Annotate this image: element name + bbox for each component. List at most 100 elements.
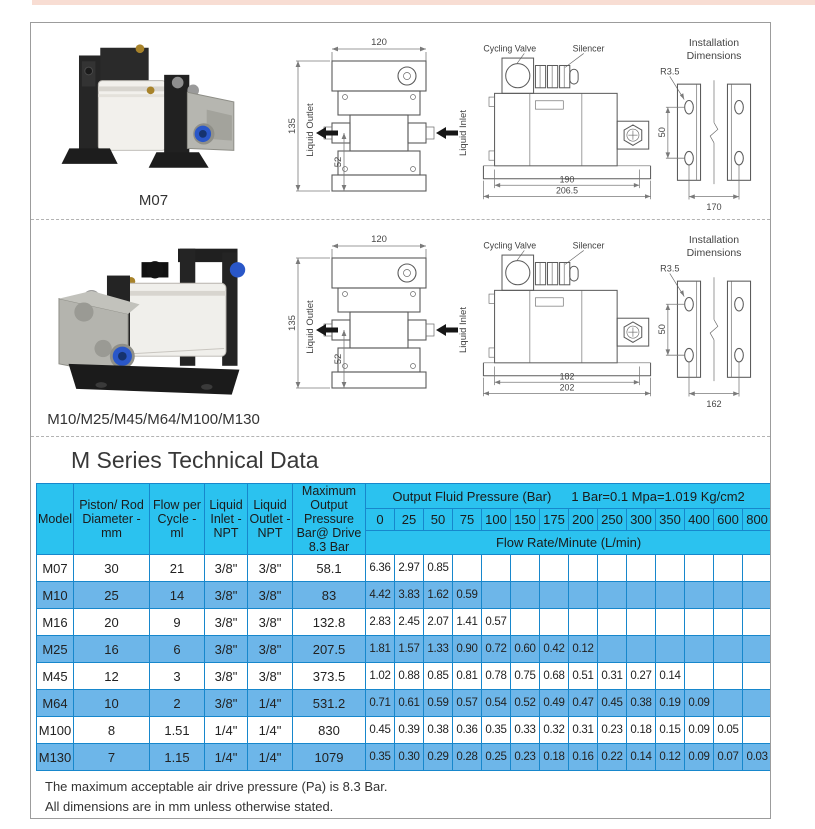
row-rate-cell: 0.59: [423, 689, 453, 717]
row-spec-cell: 25: [73, 581, 150, 609]
row-rate-cell: [741, 608, 770, 636]
row-rate-cell: [597, 635, 627, 663]
col-header-model: Model: [36, 483, 74, 555]
row-spec-cell: 531.2: [292, 689, 366, 717]
row-rate-cell: [481, 554, 511, 582]
front-height-dim: 135: [287, 118, 298, 134]
row-rate-cell: [741, 662, 770, 690]
row-rate-cell: 3.83: [394, 581, 424, 609]
row-spec-cell: 132.8: [292, 608, 366, 636]
row-rate-cell: [452, 554, 482, 582]
row-rate-cell: [684, 608, 714, 636]
pressure-header-cell: 175: [539, 508, 569, 531]
row-rate-cell: [626, 608, 656, 636]
row-spec-cell: 9: [149, 608, 205, 636]
row-spec-cell: 3/8": [247, 554, 293, 582]
row-spec-cell: 1.51: [149, 716, 205, 744]
row-rate-cell: [568, 581, 598, 609]
row-rate-cell: 0.12: [568, 635, 598, 663]
row-rate-cell: 0.57: [481, 608, 511, 636]
row-rate-cell: [713, 608, 743, 636]
row-rate-cell: 0.18: [539, 743, 569, 771]
technical-data-table: Model Piston/ Rod Diameter -mm Flow per …: [36, 483, 770, 771]
row-rate-cell: 0.45: [365, 716, 395, 744]
row-rate-cell: 0.18: [626, 716, 656, 744]
row-rate-cell: [539, 608, 569, 636]
footnote-dimensions: All dimensions are in mm unless otherwis…: [45, 799, 334, 815]
pump-photo-cell: M07: [31, 23, 276, 219]
row-rate-cell: [741, 635, 770, 663]
row-rate-cell: 0.33: [510, 716, 540, 744]
row-rate-cell: 0.35: [365, 743, 395, 771]
table-header: Model Piston/ Rod Diameter -mm Flow per …: [36, 483, 770, 555]
spacing-dim: 50: [657, 324, 667, 334]
liquid-inlet-label: Liquid Inlet: [458, 307, 469, 353]
row-rate-cell: 0.81: [452, 662, 482, 690]
row-spec-cell: 3/8": [204, 554, 248, 582]
row-rate-cell: 0.59: [452, 581, 482, 609]
footnote-air-pressure: The maximum acceptable air drive pressur…: [45, 779, 388, 794]
row-rate-cell: [597, 581, 627, 609]
row-rate-cell: [741, 716, 770, 744]
row-rate-cell: [539, 554, 569, 582]
side-overall-dim: 206.5: [556, 186, 578, 196]
row-rate-cell: 0.72: [481, 635, 511, 663]
pressure-header-cell: 800: [741, 508, 770, 531]
row-rate-cell: 0.35: [481, 716, 511, 744]
col-header-inlet: Liquid Inlet -NPT: [204, 483, 248, 555]
side-base-dim: 182: [560, 372, 575, 382]
section-m07: M07 120: [31, 23, 770, 219]
row-rate-cell: 0.45: [597, 689, 627, 717]
row-spec-cell: 3/8": [247, 635, 293, 663]
installation-title: Installation Dimensions: [686, 234, 742, 260]
silencer-label: Silencer: [573, 241, 605, 251]
liquid-outlet-label: Liquid Outlet: [305, 300, 316, 354]
row-rate-cell: 0.49: [539, 689, 569, 717]
row-rate-cell: 1.81: [365, 635, 395, 663]
row-rate-cell: 0.23: [597, 716, 627, 744]
row-spec-cell: 7: [73, 743, 150, 771]
row-rate-cell: [684, 554, 714, 582]
row-rate-cell: [713, 662, 743, 690]
row-rate-cell: 0.90: [452, 635, 482, 663]
row-rate-cell: 0.31: [597, 662, 627, 690]
row-model-cell: M130: [36, 743, 74, 771]
row-rate-cell: 0.71: [365, 689, 395, 717]
row-spec-cell: 16: [73, 635, 150, 663]
liquid-inlet-label: Liquid Inlet: [458, 110, 469, 156]
row-spec-cell: 830: [292, 716, 366, 744]
row-rate-cell: 0.78: [481, 662, 511, 690]
row-rate-cell: [741, 554, 770, 582]
row-rate-cell: 1.02: [365, 662, 395, 690]
install-width-dim: 162: [706, 399, 721, 409]
row-rate-cell: [713, 635, 743, 663]
front-view-cell: 120 135: [276, 220, 476, 436]
row-spec-cell: 1/4": [204, 716, 248, 744]
row-rate-cell: 0.54: [481, 689, 511, 717]
row-spec-cell: 1.15: [149, 743, 205, 771]
pump-model-label: M10/M25/M45/M64/M100/M130: [47, 411, 260, 428]
col-header-flow: Flow per Cycle -ml: [149, 483, 205, 555]
pump-photo-cell: M10/M25/M45/M64/M100/M130: [31, 220, 276, 436]
pressure-header-cell: 50: [423, 508, 453, 531]
row-rate-cell: [626, 581, 656, 609]
row-rate-cell: 0.30: [394, 743, 424, 771]
pressure-header-cell: 0: [365, 508, 395, 531]
installation-drawing: R3.5 50: [657, 264, 752, 409]
row-model-cell: M16: [36, 608, 74, 636]
row-rate-cell: [481, 581, 511, 609]
row-model-cell: M25: [36, 635, 74, 663]
row-rate-cell: 0.60: [510, 635, 540, 663]
row-rate-cell: 0.14: [655, 662, 685, 690]
row-rate-cell: [713, 581, 743, 609]
front-width-dim: 120: [371, 234, 387, 245]
row-rate-cell: 0.09: [684, 716, 714, 744]
row-rate-cell: 0.12: [655, 743, 685, 771]
col-header-max-output: Maximum Output Pressure Bar@ Drive 8.3 B…: [292, 483, 366, 555]
